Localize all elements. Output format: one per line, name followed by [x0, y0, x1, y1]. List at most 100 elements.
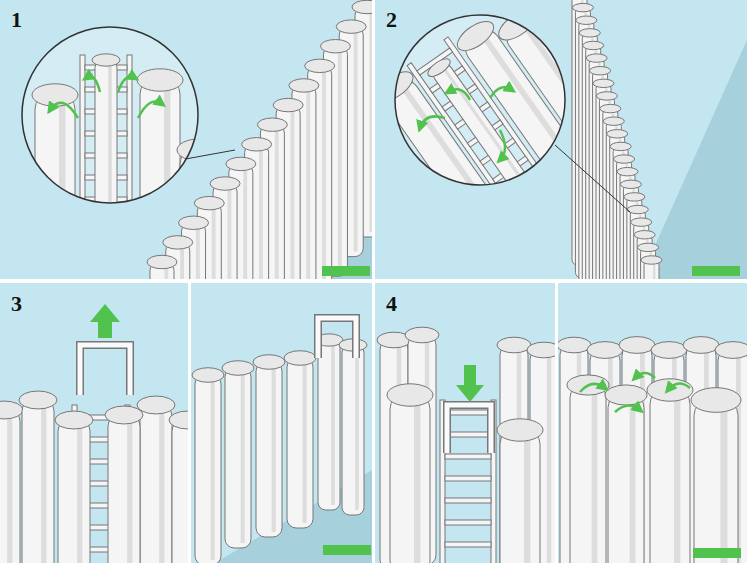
- green-arrow: [420, 116, 445, 128]
- slat-shade: [354, 32, 358, 252]
- fence-slat: [284, 351, 316, 528]
- green-arrow: [490, 87, 512, 98]
- slat-cap: [579, 29, 600, 37]
- slat-cap: [405, 327, 439, 343]
- slat-shade: [674, 395, 680, 563]
- slat-body: [342, 345, 364, 515]
- slat-cap: [593, 79, 614, 87]
- slat-cap: [583, 41, 604, 49]
- fence-slat: [222, 361, 254, 548]
- panel-number: 4: [384, 292, 399, 316]
- slat-cap: [425, 56, 453, 80]
- fence-slat: [647, 379, 693, 563]
- slat-cap: [336, 20, 366, 33]
- slat-shade: [127, 420, 132, 563]
- slat-shade: [227, 189, 231, 279]
- slat-cap: [603, 117, 624, 125]
- slat-body: [0, 410, 20, 563]
- magnifier-ring: [395, 15, 565, 185]
- slat-cap: [273, 98, 303, 111]
- slat-cap: [691, 388, 741, 413]
- ladder-rung: [445, 432, 491, 437]
- slat-cap: [137, 396, 175, 414]
- slat-cap: [627, 205, 648, 213]
- slat-shade: [159, 410, 164, 563]
- green-arrow: [448, 89, 470, 100]
- slat-cap: [624, 193, 645, 201]
- ladder-rung: [445, 498, 491, 503]
- magnified-detail: [375, 0, 620, 238]
- slat-shade: [59, 100, 65, 250]
- slat-body: [570, 385, 606, 563]
- slat-body: [35, 95, 75, 255]
- slat-shade: [77, 425, 82, 563]
- fence-slat: [32, 84, 78, 255]
- magnifier-ring: [22, 27, 198, 203]
- slat-shade: [322, 71, 326, 279]
- slat-cap: [596, 92, 617, 100]
- slat-cap: [242, 138, 272, 151]
- slat-shade: [243, 169, 247, 279]
- ladder-rail: [127, 55, 132, 255]
- slat-shade: [291, 110, 295, 279]
- slat-body: [500, 430, 540, 563]
- slat-cap: [32, 84, 78, 106]
- panel-art: [0, 304, 188, 563]
- slat-shade: [164, 85, 170, 245]
- slat-body: [58, 420, 90, 563]
- slat-shade: [7, 415, 12, 563]
- slat-cap: [600, 104, 621, 112]
- slat-cap: [631, 218, 652, 226]
- slat-cap: [614, 155, 635, 163]
- slat-cap: [610, 142, 631, 150]
- magnified-detail: [32, 54, 223, 270]
- ladder-rung: [85, 241, 127, 246]
- slat-shade: [275, 130, 279, 279]
- slat-cap: [586, 54, 607, 62]
- fence-slat: [177, 139, 223, 270]
- up-arrow: [90, 304, 120, 338]
- fence-slat: [691, 388, 741, 563]
- scale-bar: [693, 548, 741, 558]
- slat-cap: [284, 351, 316, 366]
- slat-cap: [651, 342, 687, 359]
- slat-body: [225, 368, 251, 548]
- panel-number: 3: [9, 292, 24, 316]
- slat-shade: [720, 405, 727, 563]
- slat-cap: [634, 231, 655, 239]
- clip-body: [80, 345, 130, 395]
- slat-body: [390, 395, 430, 563]
- slat-shade: [355, 350, 359, 510]
- slat-cap: [576, 16, 597, 24]
- slat-cap: [587, 342, 623, 359]
- slat-cap: [210, 177, 240, 190]
- ladder-rung: [445, 454, 491, 459]
- scale-bar: [322, 266, 370, 276]
- slat-cap: [289, 79, 319, 92]
- slat-cap: [647, 379, 693, 401]
- slat-shade: [180, 247, 184, 279]
- slat-body: [172, 420, 188, 563]
- fence-slat: [253, 355, 285, 537]
- slat-body: [108, 415, 140, 563]
- slat-cap: [253, 355, 285, 370]
- clip-body: [447, 405, 491, 453]
- green-arrow: [138, 101, 162, 118]
- ladder-rung: [445, 476, 491, 481]
- ladder-rung: [445, 542, 491, 547]
- slat-shade: [524, 435, 530, 563]
- slat-cap: [607, 130, 628, 138]
- slat-cap: [620, 180, 641, 188]
- slat-shade: [272, 367, 276, 532]
- scale-bar: [692, 266, 740, 276]
- fence-slat: [55, 411, 93, 563]
- clip-outline: [80, 345, 130, 395]
- slat-cap: [617, 167, 638, 175]
- shadow: [640, 40, 747, 279]
- slat-body: [256, 362, 282, 537]
- leader-line: [555, 145, 630, 212]
- down-arrow: [456, 365, 484, 402]
- slat-body: [140, 405, 172, 563]
- panel-art: [558, 337, 747, 563]
